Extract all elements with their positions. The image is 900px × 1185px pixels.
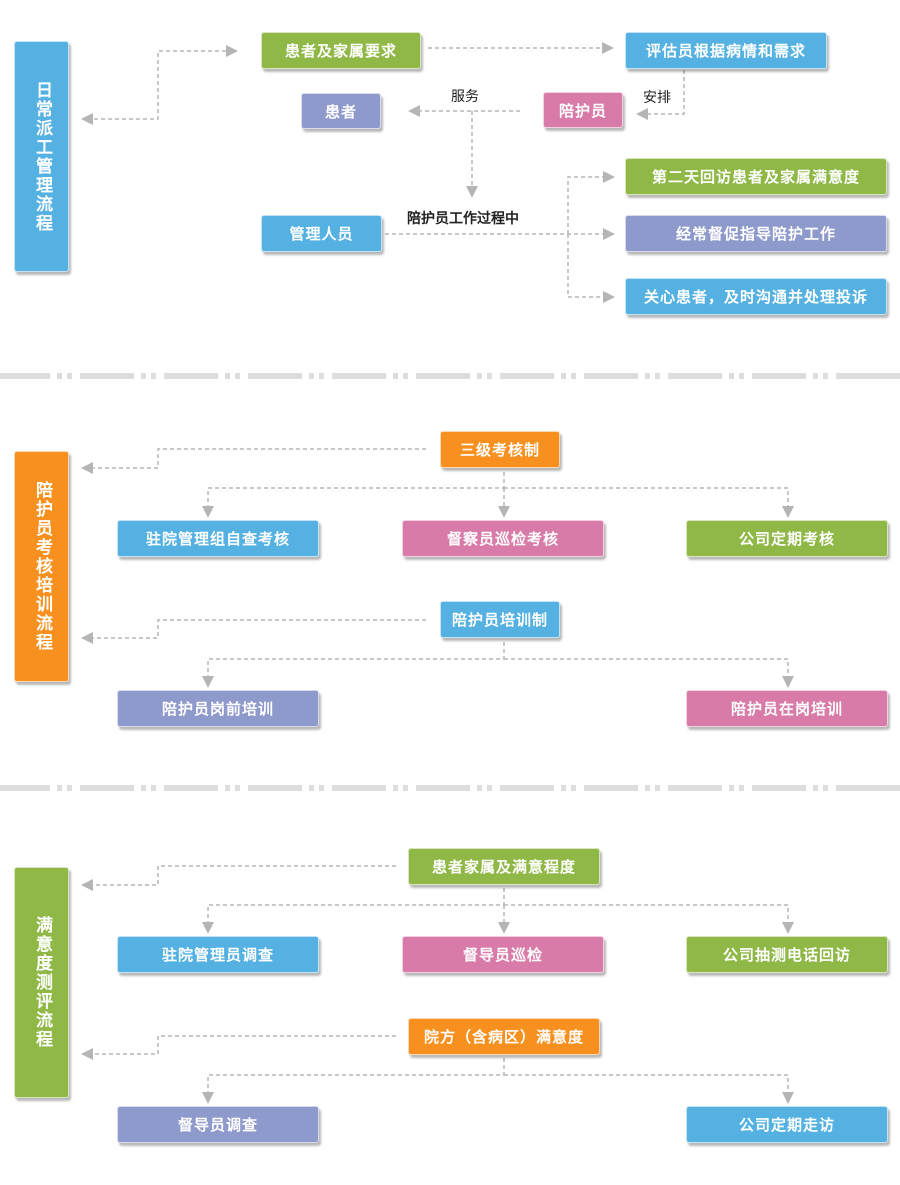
section3-title-text: 满意度测评流程	[32, 916, 52, 1049]
caregiver-text: 陪护员	[558, 101, 607, 120]
manager-box: 管理人员	[261, 215, 382, 252]
supervisor-patrol-box: 督导员巡检	[402, 936, 604, 973]
caregiver-box: 陪护员	[543, 92, 623, 128]
hospital-satisfaction-text: 院方（含病区）满意度	[423, 1028, 584, 1046]
company-visit-box: 公司定期走访	[686, 1106, 888, 1143]
connector-to-onjob-training	[504, 658, 794, 688]
connector-family-to-title	[81, 865, 396, 891]
family-satisfaction-text: 患者家属及满意程度	[431, 858, 576, 876]
training-box: 陪护员培训制	[440, 601, 560, 638]
request-text: 患者及家属要求	[284, 42, 397, 60]
assessor-box: 评估员根据病情和需求	[625, 32, 827, 69]
section1-title-text: 日常派工管理流程	[32, 80, 52, 233]
section-divider	[0, 785, 900, 791]
section2-title: 陪护员考核培训流程	[14, 451, 69, 682]
supervisor-survey-box: 督导员调查	[117, 1106, 319, 1143]
family-satisfaction-box: 患者家属及满意程度	[408, 848, 600, 885]
onjob-training-box: 陪护员在岗培训	[686, 690, 888, 727]
connector-hospital-to-title	[81, 1035, 396, 1060]
supervise-text: 经常督促指导陪护工作	[675, 225, 836, 243]
section1-title: 日常派工管理流程	[14, 41, 69, 272]
arrange-label: 安排	[643, 90, 671, 106]
assessor-text: 评估员根据病情和需求	[645, 42, 806, 60]
connector-to-company-callback	[504, 904, 794, 934]
connector-to-company-check	[504, 487, 794, 518]
request-box: 患者及家属要求	[261, 32, 421, 69]
resident-check-text: 驻院管理组自查考核	[145, 530, 290, 548]
company-visit-text: 公司定期走访	[738, 1116, 835, 1134]
service-label: 服务	[451, 89, 479, 105]
manager-text: 管理人员	[289, 225, 354, 243]
connector-to-pre-training	[202, 642, 505, 688]
connector-assessment-to-title	[81, 448, 426, 474]
connector-request-to-title	[81, 50, 233, 125]
section3-title: 满意度测评流程	[14, 867, 69, 1098]
inspector-check-text: 督察员巡检考核	[446, 530, 559, 548]
training-text: 陪护员培训制	[451, 611, 548, 629]
supervisor-patrol-text: 督导员巡检	[462, 946, 543, 964]
company-check-box: 公司定期考核	[686, 520, 888, 557]
care-text: 关心患者，及时沟通并处理投诉	[643, 288, 868, 306]
supervise-box: 经常督促指导陪护工作	[625, 215, 887, 252]
company-check-text: 公司定期考核	[738, 530, 835, 548]
inspector-check-box: 督察员巡检考核	[402, 520, 604, 557]
assessment-text: 三级考核制	[459, 441, 540, 459]
connector-to-followup	[567, 171, 615, 234]
pre-training-box: 陪护员岗前培训	[117, 690, 319, 727]
connector-training-to-title	[81, 619, 426, 644]
connector-to-care	[567, 234, 615, 303]
resident-survey-text: 驻院管理员调查	[161, 946, 274, 964]
patient-box: 患者	[301, 93, 381, 129]
patient-text: 患者	[324, 102, 357, 121]
followup-text: 第二天回访患者及家属满意度	[651, 168, 860, 186]
resident-survey-box: 驻院管理员调查	[117, 936, 319, 973]
followup-box: 第二天回访患者及家属满意度	[625, 158, 887, 195]
company-callback-text: 公司抽测电话回访	[722, 946, 851, 964]
connector-to-resident-check	[202, 472, 505, 518]
section2-title-text: 陪护员考核培训流程	[32, 481, 52, 652]
process-label: 陪护员工作过程中	[407, 211, 519, 227]
connector-to-supervisor-survey	[202, 1058, 505, 1104]
connector-to-company-visit	[504, 1074, 794, 1104]
pre-training-text: 陪护员岗前培训	[161, 700, 274, 718]
supervisor-survey-text: 督导员调查	[177, 1116, 258, 1134]
assessment-box: 三级考核制	[440, 431, 560, 468]
resident-check-box: 驻院管理组自查考核	[117, 520, 319, 557]
onjob-training-text: 陪护员在岗培训	[730, 700, 843, 718]
connector-to-resident-survey	[202, 888, 505, 934]
care-box: 关心患者，及时沟通并处理投诉	[625, 278, 887, 315]
section-divider	[0, 373, 900, 379]
hospital-satisfaction-box: 院方（含病区）满意度	[408, 1018, 600, 1055]
company-callback-box: 公司抽测电话回访	[686, 936, 888, 973]
